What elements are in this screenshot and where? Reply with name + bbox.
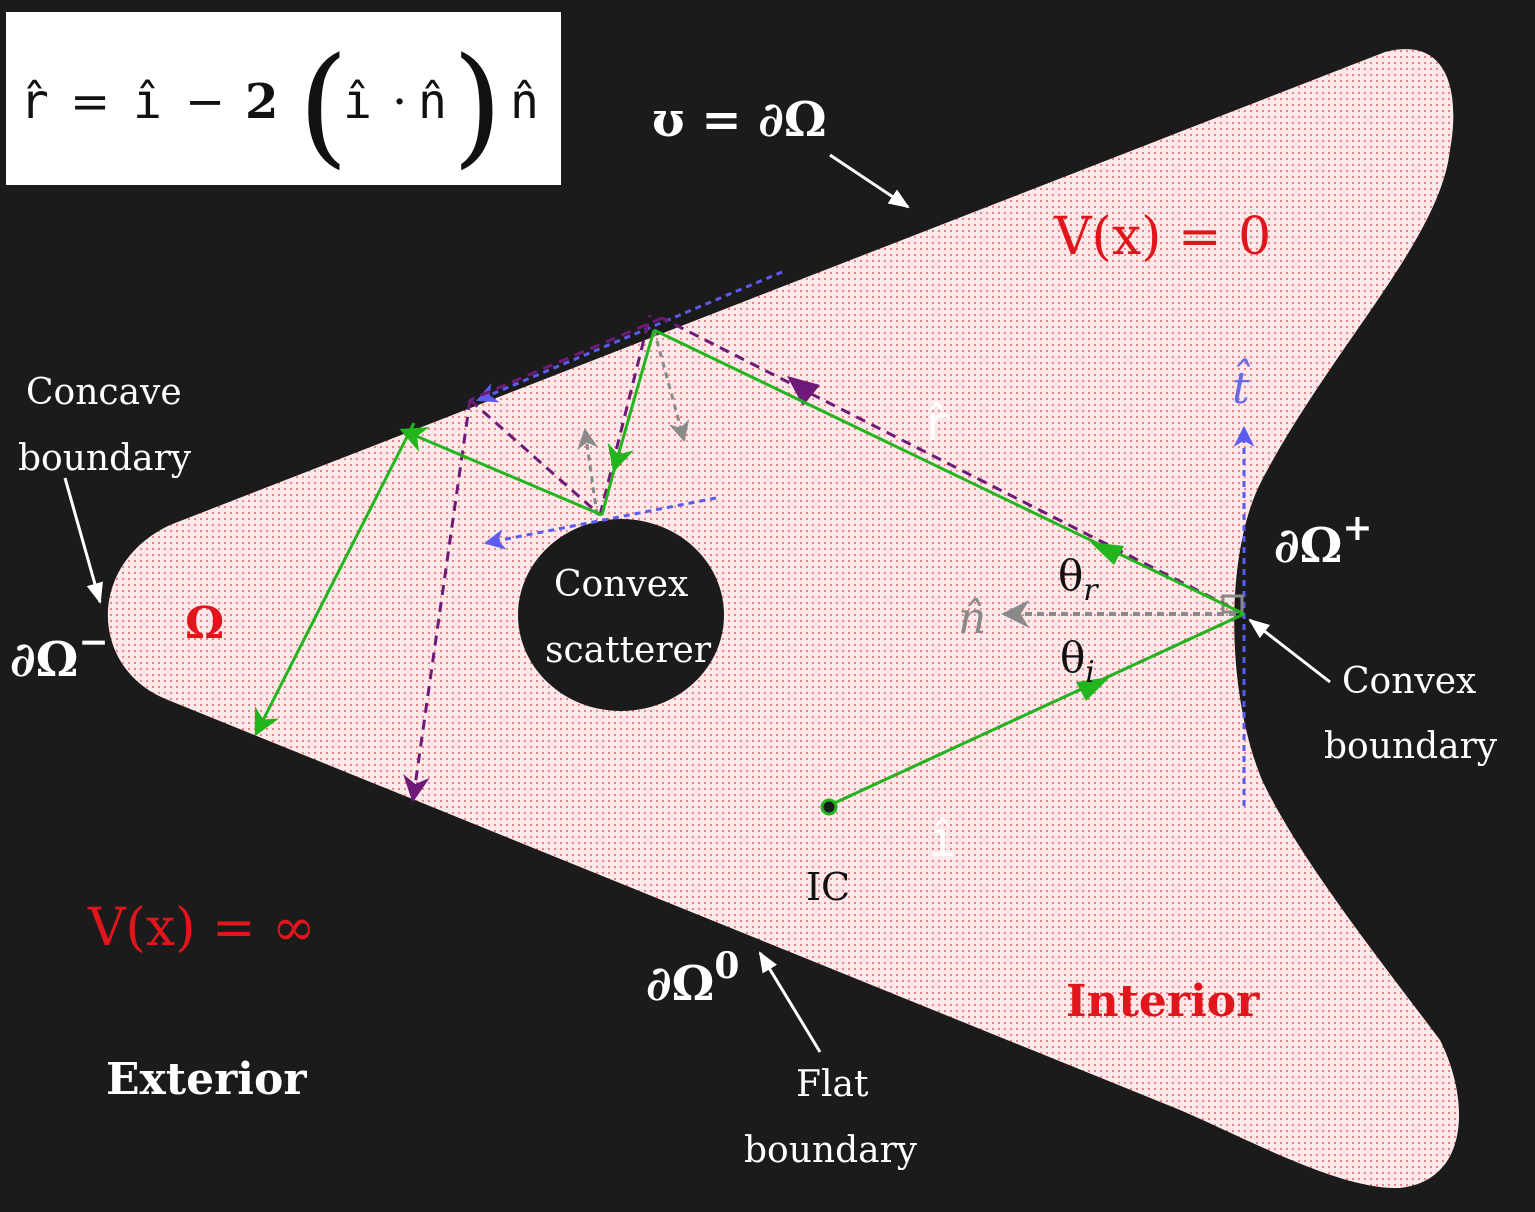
label-concave-line2: boundary <box>18 438 192 479</box>
formula-box <box>6 12 561 185</box>
convex-scatterer-disk <box>518 519 724 711</box>
label-flat-line2: boundary <box>744 1130 918 1171</box>
green-trajectory-1 <box>827 612 1245 808</box>
label-ic: IC <box>806 865 850 909</box>
label-omega: Ω <box>185 598 224 649</box>
formula-eq: = <box>70 74 110 130</box>
formula-lparen: ( <box>298 29 349 181</box>
initial-condition-marker <box>820 798 838 816</box>
label-convex-line2: boundary <box>1324 726 1498 767</box>
green-arrowhead-reflected <box>1090 542 1124 565</box>
formula-two: 2 <box>245 74 278 130</box>
formula-n: n̂ <box>418 74 447 130</box>
purple-trajectory-2 <box>661 316 1245 616</box>
formula-r: r̂ <box>20 74 49 130</box>
label-upsilon: ʊ = ∂Ω <box>652 92 827 148</box>
purple-trajectory-4 <box>469 398 601 517</box>
formula-dot: · <box>392 74 407 130</box>
pointer-upsilon <box>829 153 910 209</box>
reflection-formula: r̂ = î − 2 ( î · n̂ ) n̂ <box>20 29 539 181</box>
label-v-zero: V(x) = 0 <box>1053 207 1271 267</box>
green-trajectory-6 <box>254 422 416 737</box>
purple-trajectory-5 <box>598 314 652 516</box>
normal-line-scatterer <box>577 427 599 516</box>
purple-arrowhead <box>787 376 820 406</box>
label-flat-line1: Flat <box>796 1064 869 1105</box>
green-trajectory-5 <box>399 427 603 517</box>
label-d-omega-plus: ∂Ω+ <box>1274 507 1373 574</box>
green-trajectory-2 <box>653 328 1245 616</box>
pointer-concave <box>63 477 103 605</box>
label-concave-line1: Concave <box>26 372 182 413</box>
label-theta-r: θr <box>1058 551 1099 608</box>
formula-minus: − <box>185 74 225 130</box>
label-r-hat: r̂ <box>922 396 951 452</box>
label-scatterer-line2: scatterer <box>545 630 712 671</box>
normal-line-top <box>652 329 690 443</box>
label-i-hat: î <box>928 812 957 868</box>
green-trajectory-3 <box>607 329 656 473</box>
label-d-omega-minus: ∂Ω− <box>10 621 109 688</box>
formula-n2: n̂ <box>510 74 539 130</box>
label-convex-line1: Convex <box>1342 661 1476 702</box>
green-arrowhead-incident <box>1076 677 1110 701</box>
pointer-convex <box>1248 618 1331 684</box>
pointer-flat <box>758 951 822 1053</box>
formula-i: î <box>133 74 162 130</box>
label-v-infinity: V(x) = ∞ <box>87 898 315 958</box>
label-d-omega-zero: ∂Ω0 <box>646 945 739 1012</box>
green-trajectory-4 <box>600 469 616 516</box>
billiard-domain <box>107 49 1460 1189</box>
label-interior: Interior <box>1066 976 1260 1027</box>
label-n-hat: n̂ <box>958 593 986 644</box>
formula-i2: î <box>343 74 372 130</box>
purple-trajectory-3 <box>469 316 663 402</box>
formula-rparen: ) <box>452 29 503 181</box>
label-exterior: Exterior <box>106 1054 307 1105</box>
label-t-hat: t̂ <box>1232 356 1250 414</box>
label-scatterer-line1: Convex <box>554 564 688 605</box>
label-theta-i: θi <box>1060 633 1095 690</box>
